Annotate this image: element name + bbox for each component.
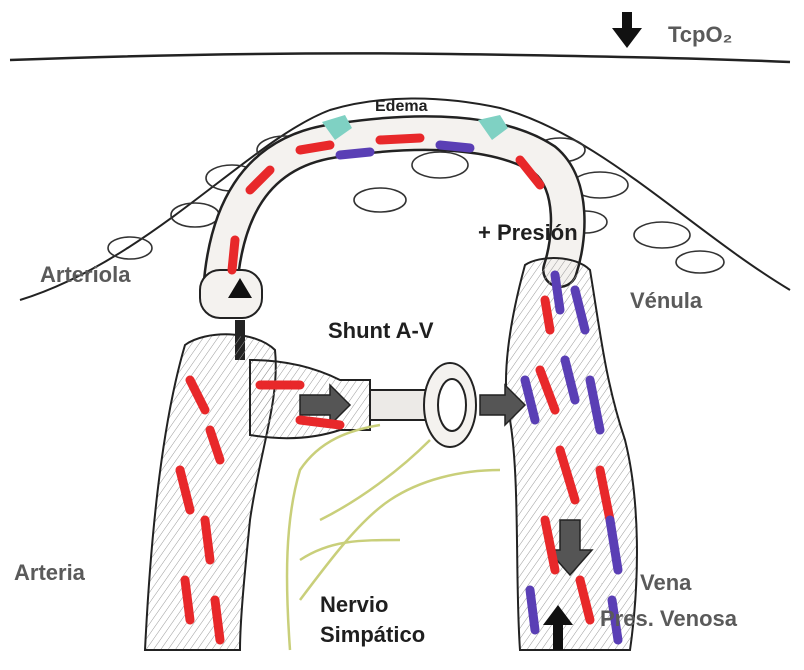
presion-label: + Presión bbox=[478, 220, 578, 246]
skin-surface-line bbox=[10, 53, 790, 62]
simpatico-label: Simpático bbox=[320, 622, 425, 648]
sympathetic-nerve bbox=[287, 425, 500, 650]
edema-label: Edema bbox=[375, 98, 427, 116]
tissue-cells bbox=[108, 136, 724, 273]
vena-label: Vena bbox=[640, 570, 691, 596]
arteria-label: Arteria bbox=[14, 560, 85, 586]
venula-label: Vénula bbox=[630, 288, 702, 314]
shunt-label: Shunt A-V bbox=[328, 318, 434, 344]
nervio-label: Nervio bbox=[320, 592, 388, 618]
tcpo2-label: TcpO₂ bbox=[668, 22, 732, 48]
down-arrow-icon bbox=[612, 12, 642, 48]
arteriola-label: Arteriola bbox=[40, 262, 130, 288]
pres-venosa-label: Pres. Venosa bbox=[600, 606, 737, 632]
